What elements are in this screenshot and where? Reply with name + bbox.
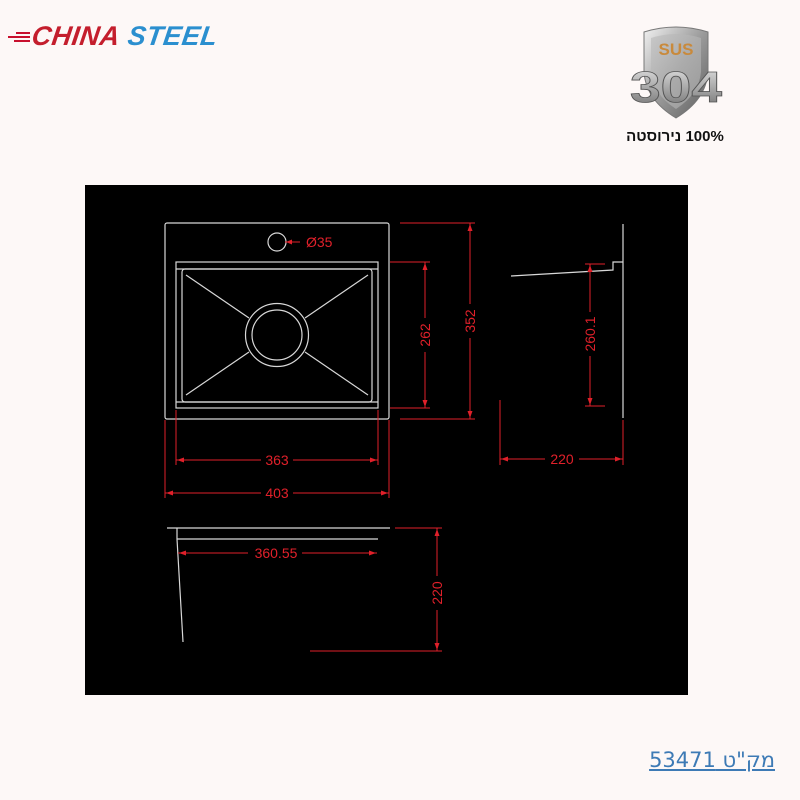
svg-text:220: 220 — [550, 451, 574, 467]
side-view-dimensions: 260.1 220 — [499, 263, 624, 467]
svg-text:Ø35: Ø35 — [306, 234, 333, 250]
svg-text:352: 352 — [462, 309, 478, 333]
brand-word-china: CHINA — [29, 20, 123, 51]
svg-text:262: 262 — [417, 323, 433, 347]
svg-text:403: 403 — [265, 485, 289, 501]
svg-text:363: 363 — [265, 452, 289, 468]
svg-text:260.1: 260.1 — [582, 316, 598, 351]
shield-icon: SUS 304 — [630, 26, 723, 119]
top-view — [164, 222, 390, 420]
svg-text:220: 220 — [429, 581, 445, 605]
sku-link[interactable]: מק"ט 53471 — [649, 748, 775, 772]
technical-drawing: Ø35 262 352 363 403 — [85, 185, 688, 695]
side-view — [510, 224, 624, 418]
brand-logo: CHINA STEEL — [8, 18, 220, 54]
front-view-dimensions: 360.55 220 — [178, 527, 445, 652]
top-view-dimensions: Ø35 262 352 363 403 — [164, 222, 478, 501]
brand-word-steel: STEEL — [125, 20, 220, 51]
svg-text:SUS: SUS — [659, 40, 694, 59]
svg-text:304: 304 — [630, 63, 723, 112]
sus304-badge: SUS 304 — [626, 20, 726, 120]
stainless-caption: 100% נירוסטה — [626, 128, 724, 145]
front-view — [167, 527, 390, 643]
speed-lines-icon — [8, 29, 30, 43]
svg-text:360.55: 360.55 — [255, 545, 298, 561]
